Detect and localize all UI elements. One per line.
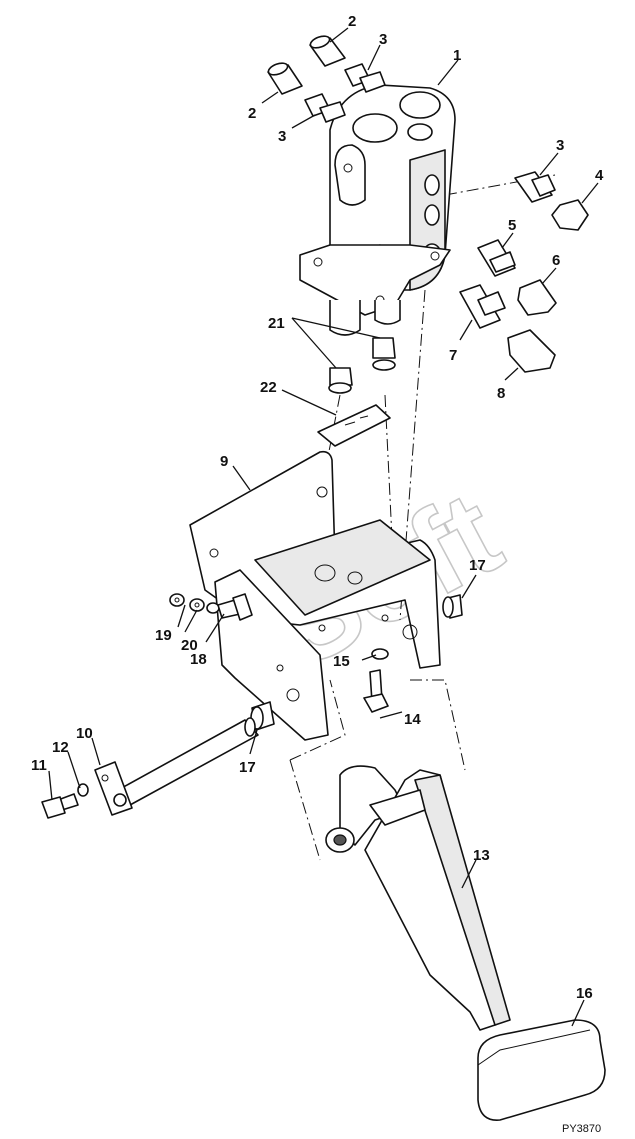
callout-9: 9 [220,453,228,470]
callout-4: 4 [595,167,604,184]
callout-13: 13 [473,847,490,864]
lower-bolt-and-washer [363,648,389,713]
callout-2: 2 [348,13,356,30]
pedal-arm [325,765,511,1031]
callout-3: 3 [379,31,387,48]
callout-7: 7 [449,347,457,364]
leader-lines [48,27,599,1027]
callout-1: 1 [453,47,461,64]
callout-5: 5 [508,217,516,234]
brake-valve-body [299,84,456,336]
bolt-and-washers [169,593,253,621]
pedal-pad [477,1019,606,1121]
callout-3: 3 [278,128,286,145]
callout-14: 14 [404,711,421,728]
callout-2: 2 [248,105,256,122]
figure-id: PY3870 [562,1123,601,1135]
shim-plate [317,404,391,447]
callout-10: 10 [76,725,93,742]
fitting-5-and-nut-6 [477,239,557,316]
pivot-pin-assembly [41,717,259,819]
callout-11: 11 [31,757,47,774]
callout-labels: 1 2 2 3 3 3 4 5 6 7 8 9 10 11 12 13 14 1… [31,13,604,1002]
callout-21: 21 [268,315,285,332]
dust-caps [267,35,346,95]
fitting-7-and-nut-8 [459,284,556,373]
callout-12: 12 [52,739,69,756]
callout-17: 17 [469,557,486,574]
right-fitting-and-cap [514,171,589,231]
callout-20: 20 [181,637,198,654]
grommets [328,337,396,394]
callout-8: 8 [497,385,505,402]
callout-6: 6 [552,252,560,269]
valve-fittings-top [304,63,386,123]
bushings [250,594,463,731]
callout-19: 19 [155,627,172,644]
callout-3: 3 [556,137,564,154]
callout-17: 17 [239,759,256,776]
callout-16: 16 [576,985,593,1002]
callout-22: 22 [260,379,277,396]
callout-18: 18 [190,651,207,668]
callout-15: 15 [333,653,350,670]
